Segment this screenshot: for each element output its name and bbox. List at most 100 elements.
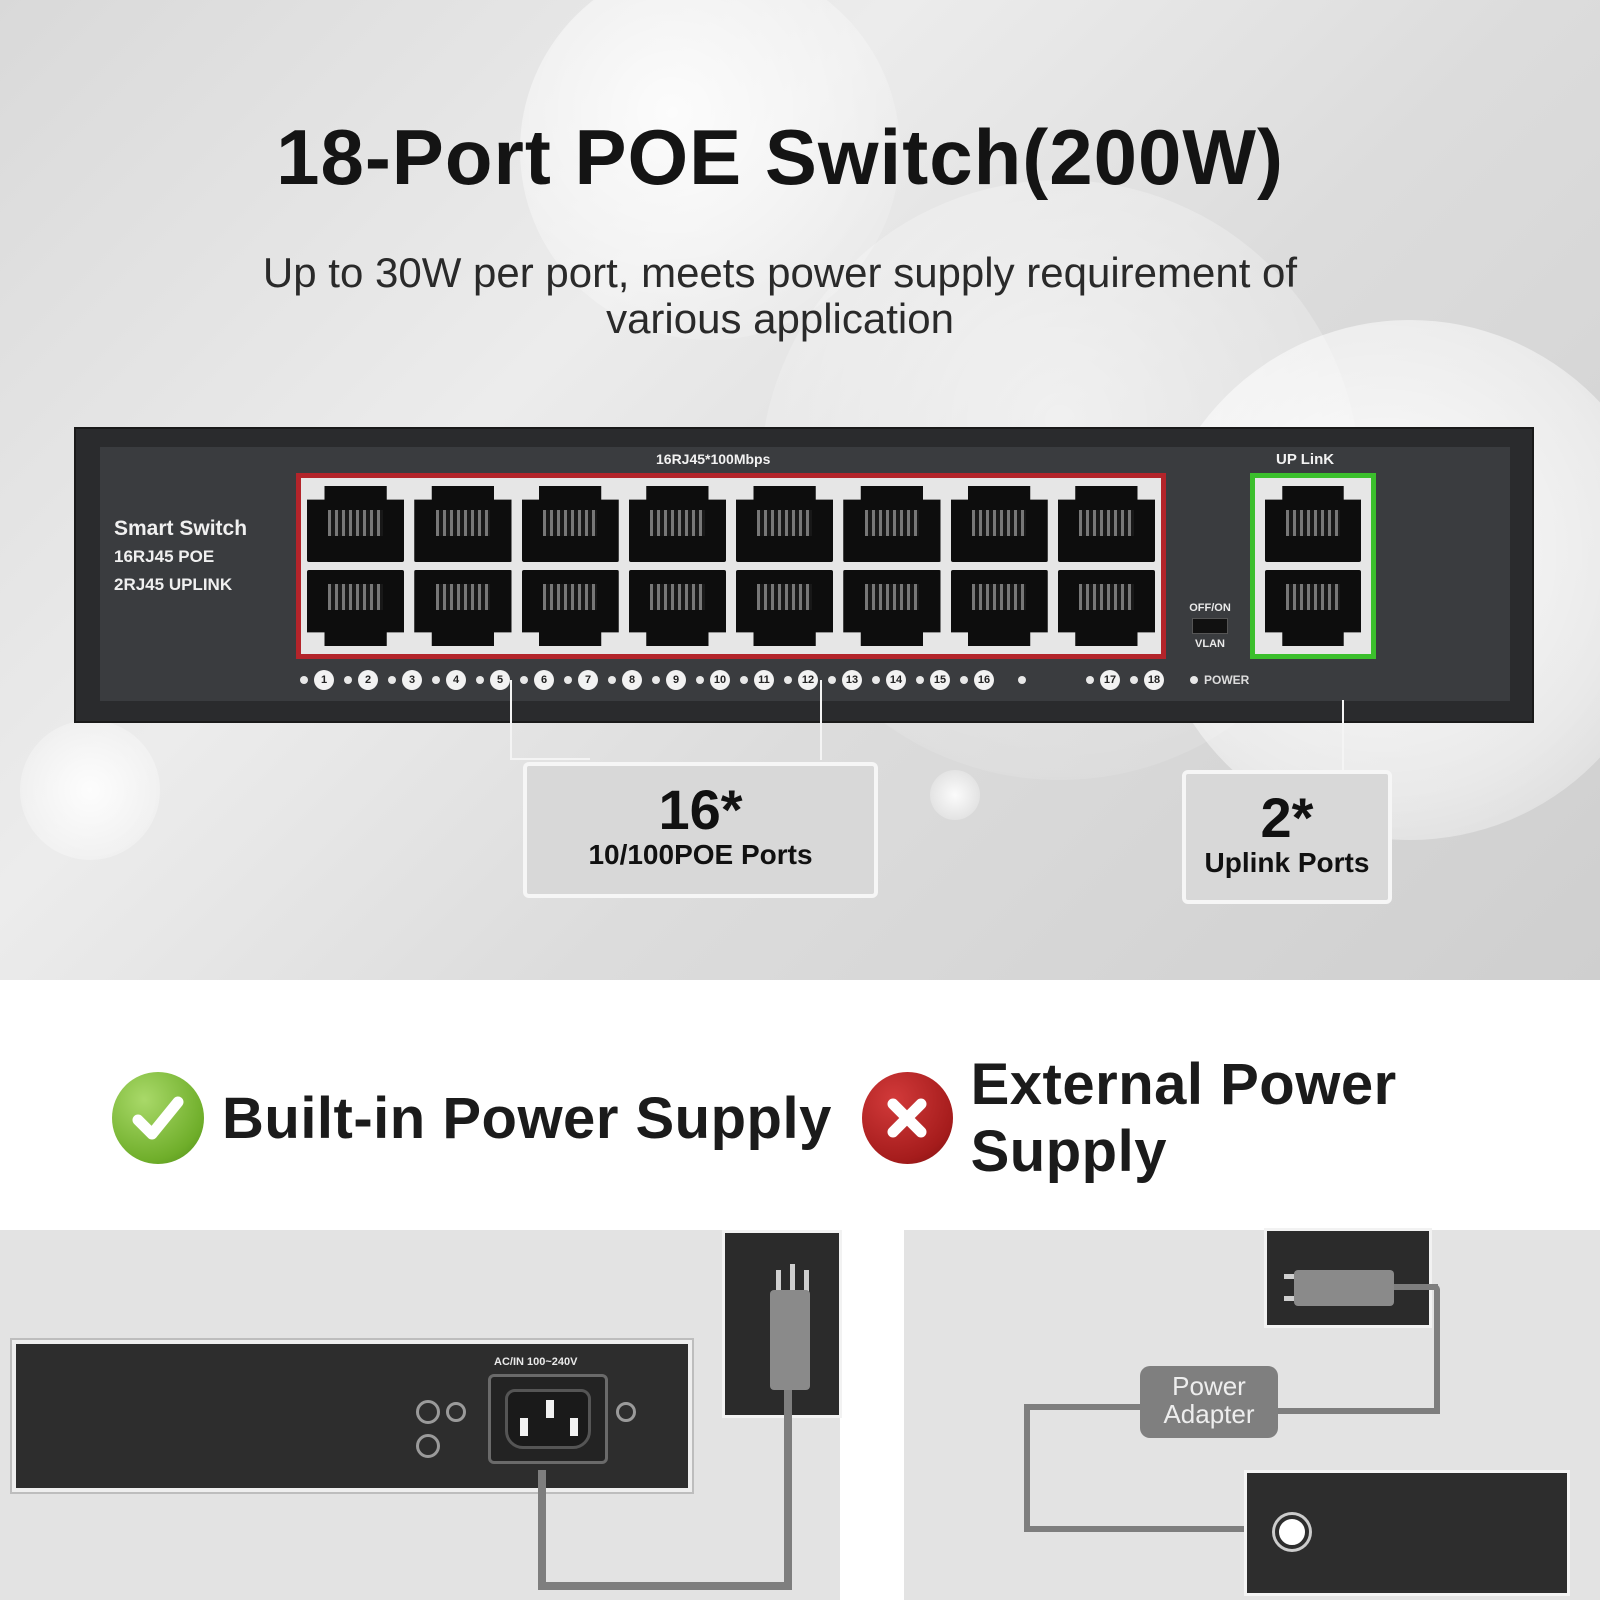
check-circle-icon: [112, 1072, 204, 1164]
switch-rear-panel: [1244, 1470, 1570, 1596]
poe-block-label: 16RJ45*100Mbps: [656, 451, 771, 467]
switch-faceplate: Smart Switch 16RJ45 POE 2RJ45 UPLINK 16R…: [100, 447, 1510, 701]
model-label: Smart Switch 16RJ45 POE 2RJ45 UPLINK: [114, 517, 247, 603]
uplink-port-label: Uplink Ports: [1204, 847, 1370, 878]
rj45-port-icon: [414, 570, 512, 646]
led-icon: [344, 676, 352, 684]
dc-jack-icon: [1275, 1515, 1309, 1549]
uplink-port-count: 2*: [1260, 786, 1314, 849]
led-icon: [432, 676, 440, 684]
rj45-port-icon: [736, 570, 834, 646]
led-icon: [784, 676, 792, 684]
power-adapter: Power Adapter: [1140, 1366, 1278, 1438]
led-port-18: 18: [1130, 670, 1164, 690]
led-port-8: 8: [608, 670, 642, 690]
led-port-16: 16: [960, 670, 994, 690]
callout-connector: [1342, 700, 1344, 772]
led-icon: [476, 676, 484, 684]
rj45-port-icon: [521, 486, 619, 562]
toggle-label-bottom: VLAN: [1195, 638, 1225, 650]
model-name: Smart Switch: [114, 517, 248, 540]
power-cable: [1024, 1404, 1030, 1532]
power-cable: [1024, 1526, 1264, 1532]
ac-power-socket: [488, 1374, 608, 1464]
ac-plug-icon: [770, 1290, 810, 1390]
led-port-4: 4: [432, 670, 466, 690]
rj45-port-icon: [843, 486, 941, 562]
led-icon: [1190, 676, 1198, 684]
led-icon: [388, 676, 396, 684]
led-port-11: 11: [740, 670, 774, 690]
switch-front-panel: Smart Switch 16RJ45 POE 2RJ45 UPLINK 16R…: [74, 427, 1534, 723]
decorative-bubble: [930, 770, 980, 820]
toggle-switch-icon: [1192, 618, 1228, 634]
led-vlan: [1018, 676, 1026, 684]
port-led-row: 1 2 3 4 5 6 7 8 9 10 11 12 13 14 15 16: [300, 665, 1500, 695]
hero-banner: 18-Port POE Switch(200W) Up to 30W per p…: [0, 0, 1600, 980]
rj45-port-icon: [1057, 486, 1155, 562]
led-port-10: 10: [696, 670, 730, 690]
led-icon: [300, 676, 308, 684]
ac-plug-icon: [1294, 1270, 1394, 1306]
model-uplink-spec: 2RJ45 UPLINK: [114, 575, 233, 594]
rj45-port-icon: [307, 486, 405, 562]
led-icon: [1086, 676, 1094, 684]
uplink-block-label: UP LinK: [1276, 451, 1335, 468]
external-power-diagram: Power Adapter: [904, 1228, 1600, 1600]
uplink-port-block: [1250, 473, 1376, 659]
power-cable: [784, 1390, 792, 1590]
screw-icon: [616, 1402, 636, 1422]
rj45-port-icon: [1265, 486, 1361, 562]
poe-port-block: [296, 473, 1166, 659]
poe-ports-callout: 16* 10/100POE Ports: [523, 762, 878, 898]
screw-icon: [416, 1400, 440, 1424]
led-icon: [1130, 676, 1138, 684]
ac-input-label: AC/IN 100~240V: [494, 1356, 578, 1368]
led-port-2: 2: [344, 670, 378, 690]
model-poe-spec: 16RJ45 POE: [114, 547, 215, 566]
builtin-power-label: Built-in Power Supply: [222, 1085, 832, 1151]
led-icon: [916, 676, 924, 684]
screw-icon: [446, 1402, 466, 1422]
power-cable: [1394, 1284, 1438, 1290]
page-title: 18-Port POE Switch(200W): [276, 113, 1284, 201]
callout-connector: [820, 680, 822, 760]
decorative-bubble: [20, 720, 160, 860]
led-port-1: 1: [300, 670, 334, 690]
rj45-port-icon: [1265, 570, 1361, 646]
rj45-port-icon: [414, 486, 512, 562]
led-icon: [696, 676, 704, 684]
poe-port-count: 16*: [658, 778, 743, 841]
external-power-label: External Power Supply: [970, 1052, 1397, 1184]
led-icon: [520, 676, 528, 684]
led-icon: [740, 676, 748, 684]
led-icon: [608, 676, 616, 684]
led-port-12: 12: [784, 670, 818, 690]
subtitle-line: various application: [606, 295, 954, 342]
ground-icon: [416, 1434, 440, 1458]
led-port-14: 14: [872, 670, 906, 690]
x-circle-icon: [862, 1072, 953, 1164]
led-port-15: 15: [916, 670, 950, 690]
led-port-13: 13: [828, 670, 862, 690]
rj45-port-icon: [521, 570, 619, 646]
page-subtitle: Up to 30W per port, meets power supply r…: [80, 250, 1480, 342]
rj45-port-icon: [843, 570, 941, 646]
rj45-port-icon: [950, 570, 1048, 646]
power-cable: [1434, 1284, 1440, 1414]
callout-connector: [510, 680, 590, 760]
led-icon: [1018, 676, 1026, 684]
poe-port-label: 10/100POE Ports: [588, 839, 813, 870]
led-icon: [960, 676, 968, 684]
led-port-7: 7: [564, 670, 598, 690]
external-power-heading: External Power Supply: [862, 1052, 1600, 1184]
power-cable: [538, 1582, 792, 1590]
power-cable: [538, 1470, 546, 1590]
led-port-3: 3: [388, 670, 422, 690]
led-power: POWER: [1190, 673, 1249, 687]
power-cable: [1024, 1404, 1140, 1410]
rj45-port-icon: [628, 486, 726, 562]
led-icon: [828, 676, 836, 684]
led-icon: [652, 676, 660, 684]
